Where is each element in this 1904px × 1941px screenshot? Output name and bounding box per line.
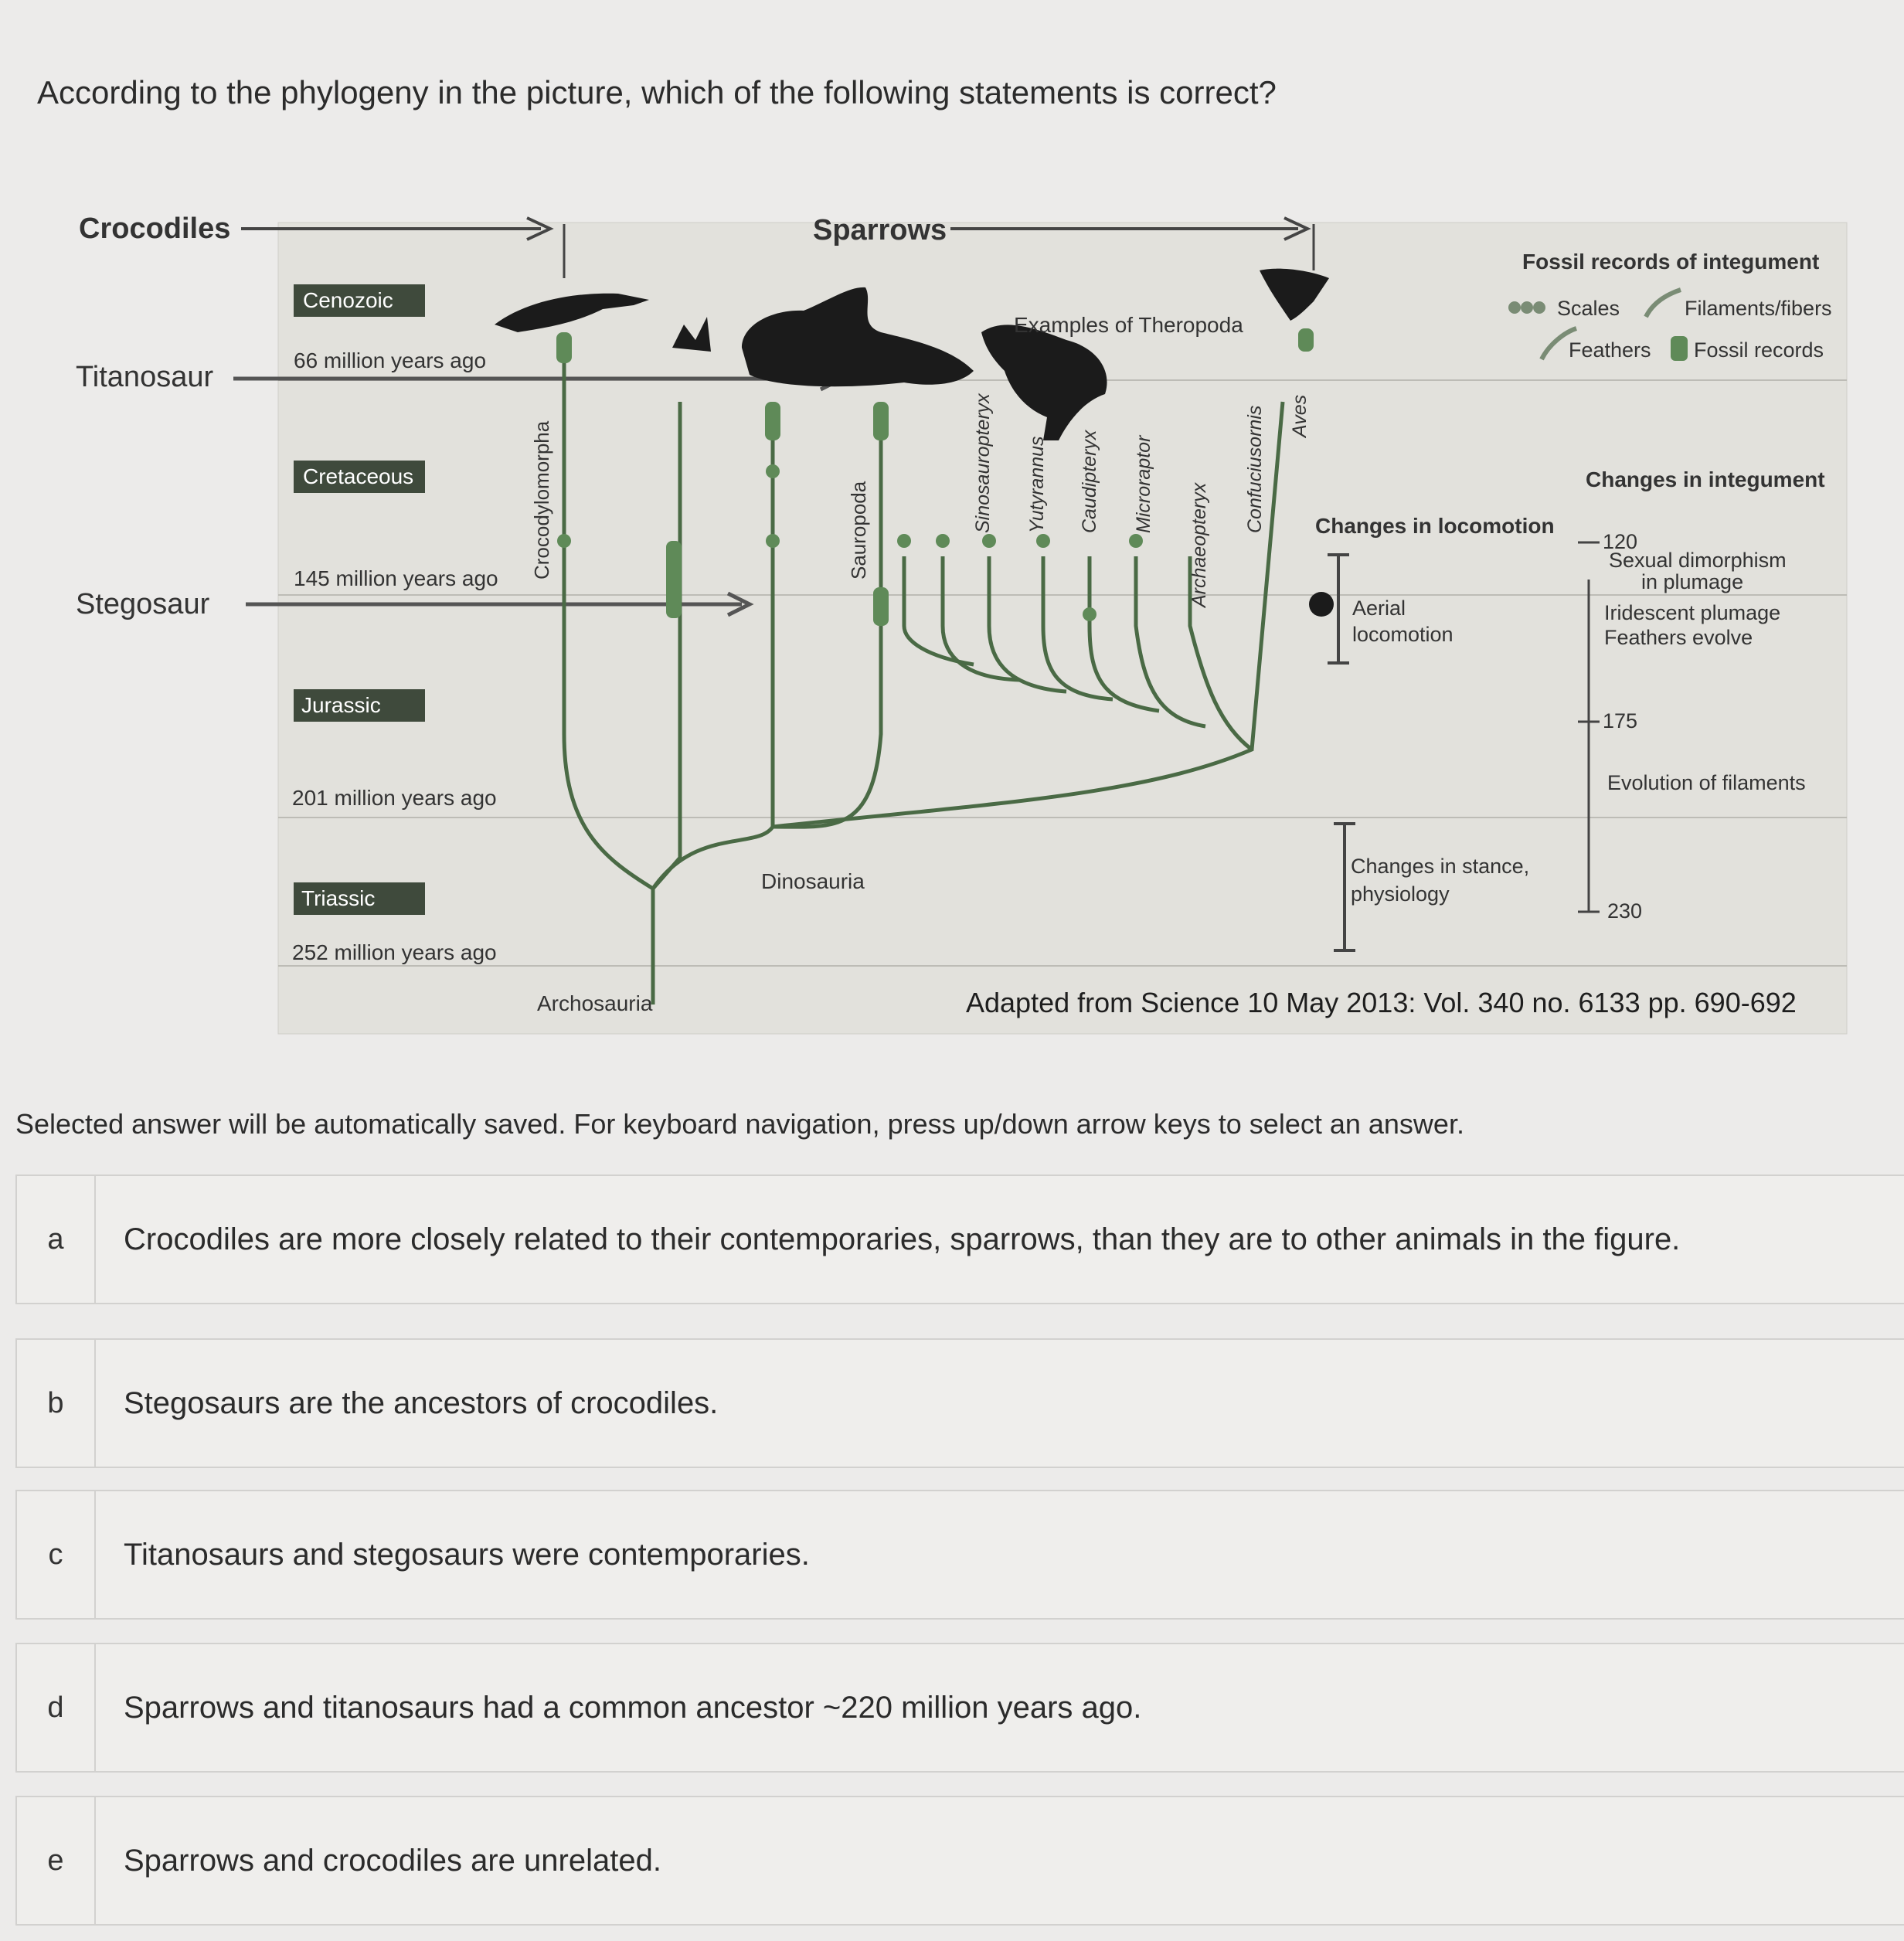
taxa-labels: Sinosauropteryx Yutyrannus Caudipteryx M…: [972, 393, 1311, 609]
integument-title: Changes in integument: [1586, 467, 1825, 491]
band-cretaceous: [294, 461, 425, 493]
citation: Adapted from Science 10 May 2013: Vol. 3…: [966, 987, 1797, 1018]
taxon-sinosauropteryx: Sinosauropteryx: [972, 393, 994, 533]
taxon-microraptor: Microraptor: [1133, 434, 1154, 533]
phylogeny-figure: Crocodiles Sparrows Titanosaur Stegosaur…: [62, 193, 1862, 1043]
taxon-archaeopteryx: Archaeopteryx: [1188, 481, 1210, 609]
option-b[interactable]: b Stegosaurs are the ancestors of crocod…: [15, 1338, 1904, 1468]
taxon-caudipteryx: Caudipteryx: [1079, 429, 1100, 533]
info-icon: [1309, 592, 1334, 617]
locomotion-title: Changes in locomotion: [1315, 514, 1555, 538]
band-jurassic: [294, 689, 425, 722]
option-c[interactable]: c Titanosaurs and stegosaurs were contem…: [15, 1490, 1904, 1620]
tick-120: 120: [1603, 530, 1637, 553]
aerial-label: Aerial: [1352, 597, 1406, 620]
period-cenozoic: Cenozoic: [303, 288, 393, 312]
option-letter: e: [17, 1797, 96, 1924]
legend-filaments: Filaments/fibers: [1685, 297, 1832, 320]
label-stegosaur: Stegosaur: [76, 588, 210, 620]
clade-theropoda: Examples of Theropoda: [1014, 313, 1243, 337]
clade-crocodylomorpha: Crocodylomorpha: [530, 420, 553, 580]
fossil-markers: [556, 328, 1314, 626]
clade-archosauria: Archosauria: [537, 991, 653, 1015]
tree-branches: [562, 348, 1285, 1004]
taxon-yutyrannus: Yutyrannus: [1026, 436, 1048, 533]
clade-sauropoda: Sauropoda: [847, 481, 870, 580]
legend-fossil-records: Fossil records: [1694, 338, 1824, 362]
option-text: Sparrows and crocodiles are unrelated.: [124, 1843, 661, 1878]
feather-icon: [1539, 326, 1578, 361]
save-instruction: Selected answer will be automatically sa…: [15, 1108, 1464, 1140]
filament-icon: [1644, 287, 1681, 318]
legend-title: Fossil records of integument: [1522, 250, 1819, 274]
phylogeny-diagram: Crocodiles Sparrows Titanosaur Stegosaur…: [76, 212, 1848, 1035]
period-jurassic: Jurassic: [301, 693, 381, 717]
option-text: Titanosaurs and stegosaurs were contempo…: [124, 1537, 810, 1572]
label-sparrows: Sparrows: [813, 214, 947, 246]
stance-label: Changes in stance,: [1351, 855, 1529, 878]
option-a[interactable]: a Crocodiles are more closely related to…: [15, 1174, 1904, 1304]
legend-scales: Scales: [1557, 297, 1620, 320]
period-cretaceous: Cretaceous: [303, 464, 413, 488]
animal-silhouettes: [495, 268, 1329, 440]
band-cenozoic: [294, 284, 425, 317]
option-text: Sparrows and titanosaurs had a common an…: [124, 1690, 1142, 1725]
scales-icon: [1508, 301, 1545, 314]
time-252: 252 million years ago: [292, 940, 497, 964]
option-letter: a: [17, 1176, 96, 1303]
label-titanosaur: Titanosaur: [76, 361, 213, 393]
filaments-evolve-label: Evolution of filaments: [1607, 771, 1806, 794]
time-145: 145 million years ago: [294, 566, 498, 590]
dimorphism-label-2: in plumage: [1641, 570, 1743, 593]
aerial-label-2: locomotion: [1352, 623, 1454, 646]
time-66: 66 million years ago: [294, 348, 486, 372]
label-crocodiles: Crocodiles: [79, 212, 230, 245]
option-letter: d: [17, 1644, 96, 1771]
dimorphism-label: Sexual dimorphism: [1609, 549, 1787, 572]
tick-230: 230: [1607, 899, 1642, 923]
band-triassic: [294, 882, 425, 915]
iridescent-label: Iridescent plumage: [1604, 601, 1780, 624]
period-triassic: Triassic: [301, 886, 375, 910]
legend-feathers: Feathers: [1569, 338, 1651, 362]
feathers-evolve-label: Feathers evolve: [1604, 626, 1753, 649]
option-text: Stegosaurs are the ancestors of crocodil…: [124, 1385, 719, 1420]
option-text: Crocodiles are more closely related to t…: [124, 1222, 1681, 1256]
fossil-record-icon: [1671, 336, 1688, 361]
option-letter: b: [17, 1340, 96, 1467]
taxon-aves: Aves: [1289, 395, 1311, 439]
taxon-confuciusornis: Confuciusornis: [1244, 406, 1266, 533]
option-e[interactable]: e Sparrows and crocodiles are unrelated.: [15, 1796, 1904, 1926]
question-text: According to the phylogeny in the pictur…: [37, 74, 1277, 110]
time-201: 201 million years ago: [292, 786, 497, 810]
clade-dinosauria: Dinosauria: [761, 869, 865, 893]
option-letter: c: [17, 1491, 96, 1618]
option-d[interactable]: d Sparrows and titanosaurs had a common …: [15, 1643, 1904, 1773]
tick-175: 175: [1603, 709, 1637, 733]
stance-label-2: physiology: [1351, 882, 1450, 906]
